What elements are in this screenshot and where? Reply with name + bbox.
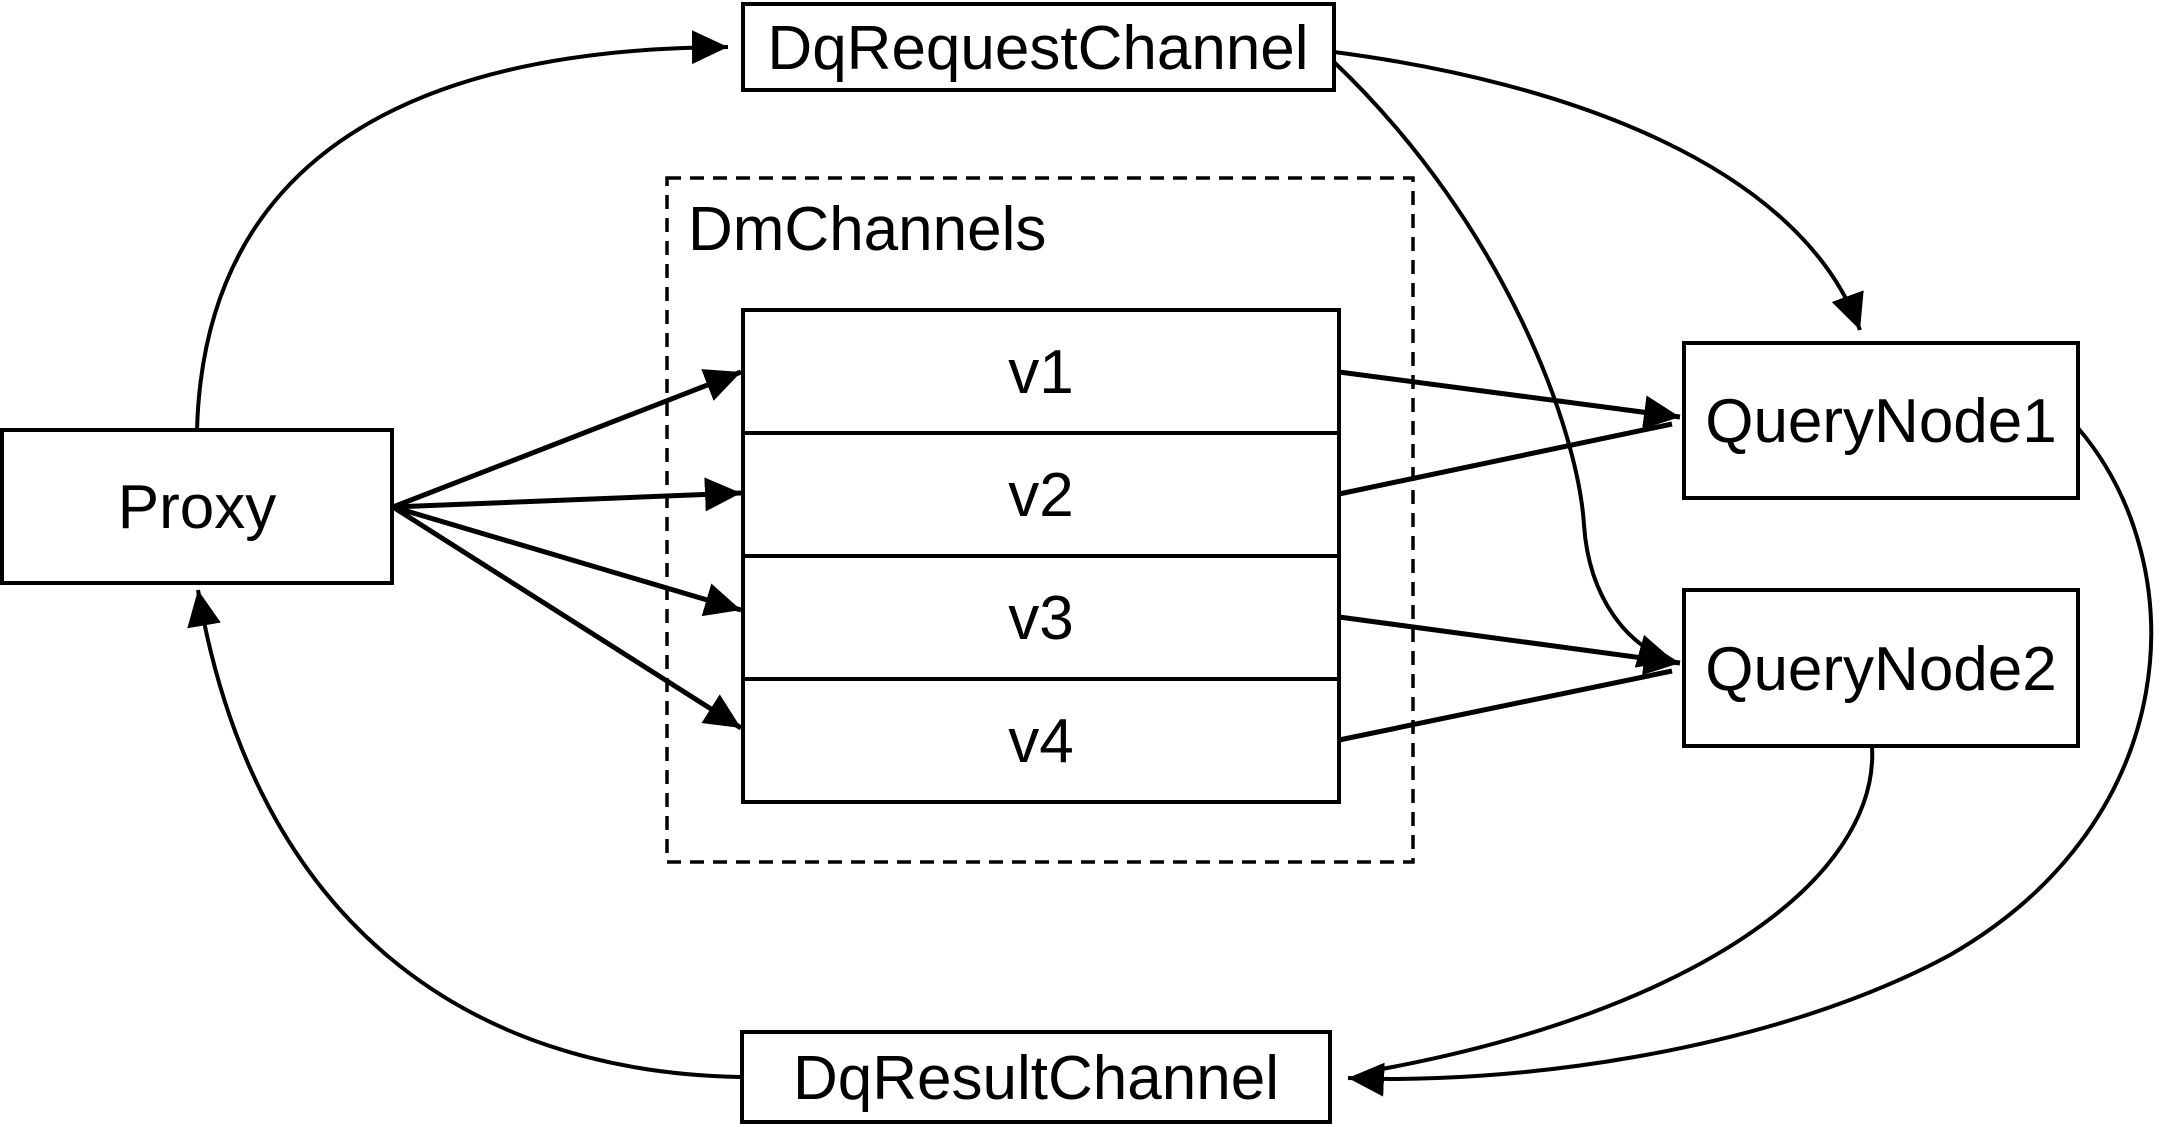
proxy-box <box>0 428 394 585</box>
channel-row-v2-label: v2 <box>1008 461 1073 530</box>
edge-proxy-to-v3 <box>392 504 742 617</box>
edge-v2-to-querynode1 <box>1338 421 1673 497</box>
edge-proxy-to-dqrequestchannel <box>195 30 729 431</box>
node-dq-result-channel: DqResultChannel <box>740 1030 1332 1124</box>
dm-channels-label: DmChannels <box>688 195 1046 264</box>
edge-querynode1-to-dqresultchannel <box>1347 426 2154 1097</box>
edge-dqresultchannel-to-proxy <box>187 589 741 1079</box>
node-proxy: Proxy <box>0 428 394 585</box>
dm-channels-container: DmChannels <box>665 176 1415 864</box>
query-node-1-box <box>1682 341 2080 500</box>
channel-table: v1 v2 v3 v4 <box>741 308 1341 804</box>
node-dq-request-channel: DqRequestChannel <box>741 2 1336 92</box>
edge-dqrequestchannel-to-querynode1 <box>1333 50 1864 331</box>
edge-proxy-to-v2 <box>392 477 742 512</box>
query-node-1-label: QueryNode1 <box>1705 387 2057 456</box>
node-query-node-2: QueryNode2 <box>1682 588 2080 748</box>
dq-result-channel-label: DqResultChannel <box>793 1044 1279 1113</box>
dm-channels-border <box>665 176 1415 864</box>
edge-v4-to-querynode2 <box>1338 668 1673 743</box>
edges <box>187 30 2154 1097</box>
query-node-2-box <box>1682 588 2080 748</box>
edge-proxy-to-v1 <box>392 369 742 510</box>
query-node-2-label: QueryNode2 <box>1705 635 2057 704</box>
edge-v1-to-querynode1 <box>1338 369 1681 430</box>
channel-row-v3-label: v3 <box>1008 584 1073 653</box>
node-query-node-1: QueryNode1 <box>1682 341 2080 500</box>
dq-request-channel-label: DqRequestChannel <box>767 14 1308 83</box>
edge-v3-to-querynode2 <box>1338 614 1681 676</box>
dq-result-channel-box <box>740 1030 1332 1124</box>
channel-row-v4-label: v4 <box>1008 707 1073 776</box>
edge-querynode2-to-dqresultchannel <box>1381 745 1875 1071</box>
proxy-label: Proxy <box>118 473 276 542</box>
edge-dqrequestchannel-to-querynode2 <box>1332 60 1675 668</box>
dq-request-channel-box <box>741 2 1336 92</box>
channel-row-v1-label: v1 <box>1008 338 1073 407</box>
edge-proxy-to-v4 <box>391 504 743 731</box>
